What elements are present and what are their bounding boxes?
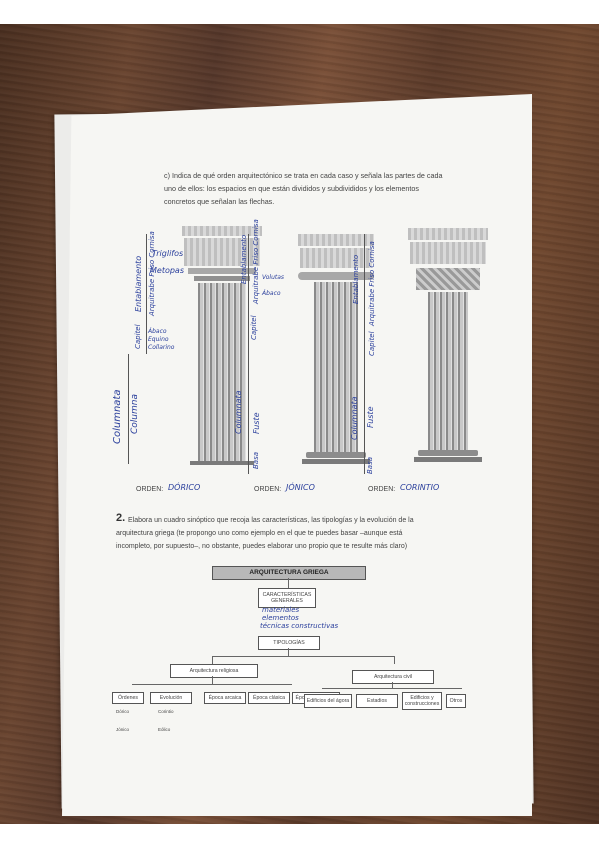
diagram-religious-child-4: Época clásica [248,692,290,704]
diagram-religious: Arquitectura religiosa [170,664,258,678]
corinthian-column [408,228,488,464]
question-2-number: 2. [116,512,126,524]
corinthian-label-columnata: Columnata [350,396,359,440]
diagram-civil-child-3: Edificios y construcciones [402,692,442,710]
diagram-note-techniques: técnicas constructivas [260,622,339,630]
doric-order-label: ORDEN: [136,486,164,493]
doric-column [182,226,262,466]
question-2-line3: incompleto, por supuesto–, no obstante, … [116,543,408,550]
ionic-label-fuste: Fuste [252,412,261,434]
doric-label-metopas: Metopas [150,266,185,275]
diagram-religious-child-2: Evolución [150,692,192,704]
diagram-civil-child-1: Edificios del ágora [304,694,352,708]
diagram-sub-eolico: Eólico [158,727,171,732]
question-c-line3: concretos que señalan las flechas. [164,197,275,206]
ionic-label-volutas: Volutas [262,274,285,281]
question-c-line1: c) Indica de qué orden arquitectónico se… [164,171,443,180]
corinthian-label-capitel: Capitel [368,331,376,356]
ionic-label-parts: Arquitrabe Friso Cornisa [252,219,260,304]
diagram-sub-corintio: Corintio [158,709,174,714]
doric-label-abaco: Ábaco [148,328,167,335]
ionic-label-abaco: Ábaco [262,290,281,297]
diagram-civil: Arquitectura civil [352,670,434,684]
doric-label-capitel: Capitel [134,324,142,349]
corinthian-label-basa: Basa [366,456,374,474]
diagram-characteristics: CARACTERÍSTICAS GENERALES [258,588,316,608]
worksheet-paper: c) Indica de qué orden arquitectónico se… [62,94,532,816]
question-c-line2: uno de ellos: los espacios en que están … [164,184,419,193]
ionic-order-label: ORDEN: [254,486,282,493]
doric-label-columna: Columna [130,394,140,434]
corinthian-label-entablamento: Entablamento [352,254,360,304]
diagram-typologies: TIPOLOGÍAS [258,636,320,650]
question-2-line2: arquitectura griega (te propongo uno com… [116,530,403,537]
diagram-sub-dorico: Dórico [116,709,130,714]
ionic-column [298,234,374,466]
diagram-civil-child-2: Estadios [356,694,398,708]
ionic-label-capitel: Capitel [250,315,258,340]
doric-label-triglifos: Triglifos [152,249,184,258]
ionic-order-answer: JÓNICO [286,483,315,492]
photo-background: c) Indica de qué orden arquitectónico se… [0,24,599,824]
diagram-religious-child-1: Órdenes [112,692,144,704]
diagram-religious-child-3: Época arcaica [204,692,246,704]
doric-label-collarino: Collarino [148,344,175,351]
diagram-title: ARQUITECTURA GRIEGA [212,566,366,580]
ionic-label-entablamento: Entablamento [240,234,248,284]
corinthian-order-answer: CORINTIO [400,483,440,492]
corinthian-order-label: ORDEN: [368,486,396,493]
ionic-label-basa: Basa [252,451,260,469]
doric-label-columnata: Columnata [112,389,123,444]
doric-label-equino: Equino [148,336,169,343]
doric-order-answer: DÓRICO [168,483,201,492]
diagram-civil-child-4: Otros [446,694,466,708]
diagram-note-elements: elementos [262,614,299,622]
diagram-sub-jonico: Jónico [116,727,130,732]
corinthian-label-fuste: Fuste [366,406,375,428]
corinthian-label-parts: Arquitrabe Friso Cornisa [368,241,376,326]
diagram-note-materials: materiales [262,606,300,614]
question-2-line1: Elabora un cuadro sinóptico que recoja l… [128,517,414,524]
doric-label-entablamento: Entablamento [134,255,143,312]
ionic-label-columnata: Columnata [234,390,243,434]
